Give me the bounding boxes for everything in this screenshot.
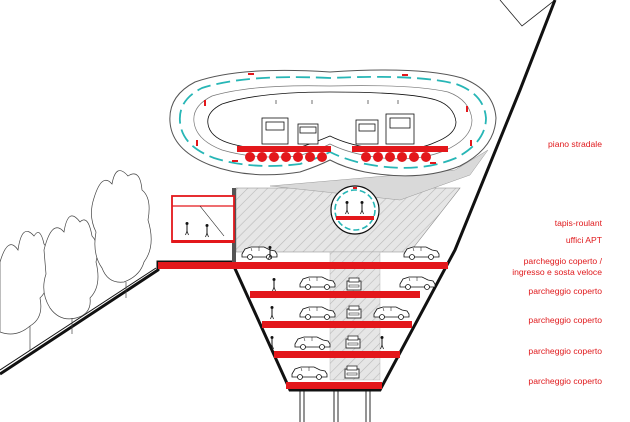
label-parcheggio-coperto-3: parcheggio coperto — [528, 346, 602, 356]
tapis-roulant-tube — [330, 185, 380, 235]
label-parcheggio-ingresso-line1: parcheggio coperto / — [523, 256, 602, 266]
parking-slabs — [158, 262, 448, 389]
label-parcheggio-coperto-2: parcheggio coperto — [528, 315, 602, 325]
trees — [0, 170, 152, 350]
label-parcheggio-ingresso-line2: ingresso e sosta veloce — [512, 267, 602, 277]
label-parcheggio-coperto-1: parcheggio coperto — [528, 286, 602, 296]
roundabout — [169, 69, 497, 177]
label-tapis-roulant: tapis-roulant — [554, 218, 602, 228]
label-uffici-apt: uffici APT — [565, 235, 602, 245]
label-parcheggio-coperto-4: parcheggio coperto — [528, 376, 602, 386]
label-piano-stradale: piano stradale — [548, 139, 602, 149]
uffici-apt-box — [171, 195, 235, 243]
road-deck — [237, 100, 448, 162]
foundation-piles — [299, 389, 371, 422]
